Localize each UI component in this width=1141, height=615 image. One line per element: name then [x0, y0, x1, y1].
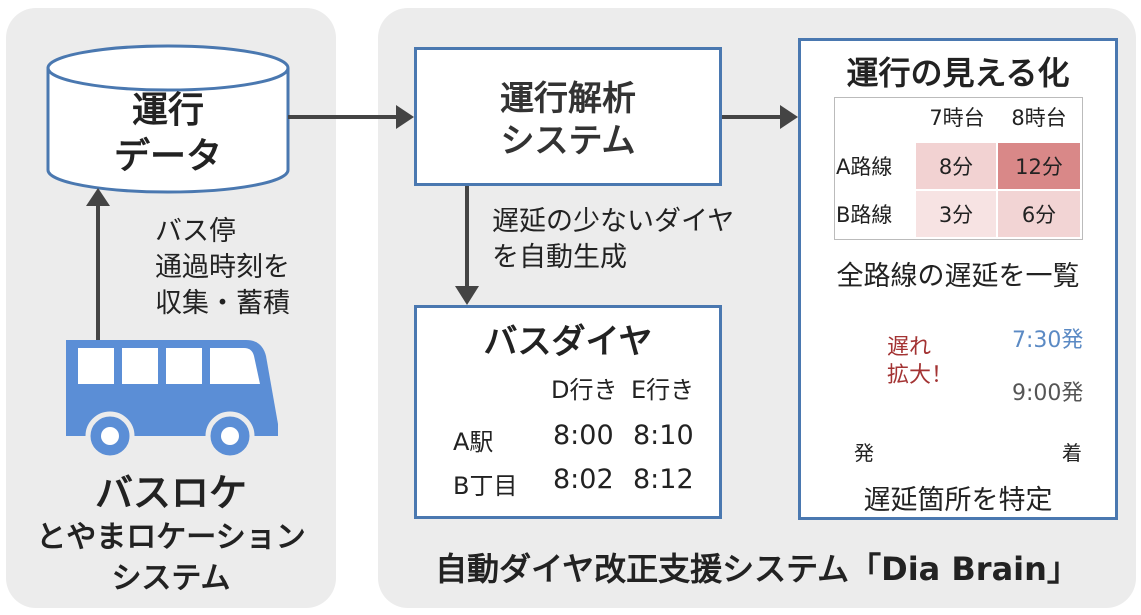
chart-annotation: 遅れ 拡大！ — [887, 335, 954, 388]
bus-location-title: バスロケ とやまロケーション システム — [36, 471, 306, 596]
schedule-header-e: E行き — [631, 376, 695, 404]
table-cell-a7: 8分 — [916, 143, 996, 189]
bus-icon — [66, 340, 278, 461]
schedule-time-b-e: 8:12 — [633, 464, 694, 495]
table-row-a: A路線 — [836, 155, 893, 179]
bus-schedule-box — [414, 305, 722, 519]
collection-note: バス停 通過時刻を 収集・蓄積 — [155, 216, 290, 319]
schedule-time-a-d: 8:00 — [553, 420, 614, 451]
visualization-title: 運行の見える化 — [846, 54, 1070, 92]
table-cell-a8: 12分 — [998, 143, 1080, 189]
schedule-header-d: D行き — [551, 376, 618, 404]
database-cylinder-icon — [46, 44, 290, 194]
table-cell-b7: 3分 — [916, 191, 996, 237]
generate-note: 遅延の少ないダイヤ を自動生成 — [492, 206, 735, 273]
chart-x-end-label: 着 — [1062, 441, 1082, 465]
analysis-system-box: 運行解析 システム — [414, 47, 722, 186]
table-caption: 全路線の遅延を一覧 — [836, 261, 1080, 292]
database-label: 運行 データ — [113, 90, 222, 177]
system-name: 自動ダイヤ改正支援システム「Dia Brain」 — [435, 550, 1079, 588]
visualization-box — [798, 38, 1118, 520]
delay-table: 7時台 8時台 A路線 8分 12分 B路線 3分 6分 — [834, 97, 1083, 240]
series-label-730: 7:30発 — [1012, 328, 1084, 353]
schedule-time-a-e: 8:10 — [633, 420, 694, 451]
schedule-time-b-d: 8:02 — [553, 464, 614, 495]
chart-x-start-label: 発 — [854, 441, 874, 465]
series-label-900: 9:00発 — [1012, 381, 1084, 406]
table-cell-b8: 6分 — [998, 191, 1080, 237]
chart-caption: 遅延箇所を特定 — [863, 485, 1053, 516]
table-col-8: 8時台 — [1011, 106, 1067, 130]
schedule-stop-b: B丁目 — [453, 472, 518, 500]
schedule-stop-a: A駅 — [453, 428, 494, 456]
table-col-7: 7時台 — [929, 106, 985, 130]
table-row-b: B路線 — [836, 203, 893, 227]
bus-schedule-title: バスダイヤ — [483, 322, 653, 362]
flow-arrows — [86, 105, 798, 340]
